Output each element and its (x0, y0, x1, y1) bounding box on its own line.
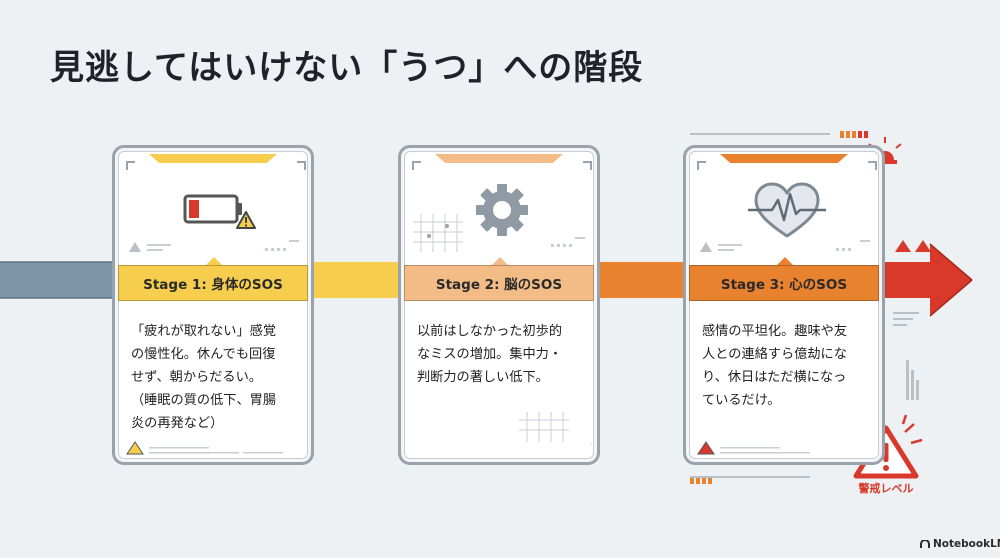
stage-label-text: Stage 1: 身体のSOS (143, 277, 283, 293)
card-tab (149, 154, 277, 163)
level-meter-top (690, 131, 868, 138)
card-decoration (697, 161, 877, 455)
side-deco (690, 312, 919, 478)
alert-level-label: 警戒レベル (858, 482, 914, 495)
stage-label-text: Stage 3: 心のSOS (720, 277, 848, 293)
heart-pulse-icon (748, 182, 826, 238)
card-tab (435, 154, 563, 163)
branding: NotebookLM (920, 538, 1000, 550)
arrow-segment-2 (586, 262, 696, 298)
stage-label-3: Stage 3: 心のSOS (689, 257, 879, 301)
stage-label-2: Stage 2: 脳のSOS (404, 257, 594, 301)
stage-label-text: Stage 2: 脳のSOS (435, 277, 563, 293)
stage-card-2: Stage 2: 脳のSOS 以前はしなかった初歩的 なミスの増加。集中力・ 判… (398, 145, 600, 465)
page-title: 見逃してはいけない「うつ」への階段 (50, 48, 644, 88)
notebooklm-logo-icon (920, 539, 930, 548)
stage-card-1: Stage 1: 身体のSOS 「疲れが取れない」感覚 の慢性化。休んでも回復 … (112, 145, 314, 465)
arrow-segment-1 (300, 262, 410, 298)
arrow-head (872, 244, 972, 316)
level-meter-bottom (690, 478, 712, 484)
card-decoration (412, 161, 592, 445)
card-tab (720, 154, 848, 163)
stage-label-1: Stage 1: 身体のSOS (118, 257, 308, 301)
card-decoration (126, 161, 306, 455)
branding-text: NotebookLM (933, 538, 1000, 550)
stage-description-2: 以前はしなかった初歩的 なミスの増加。集中力・ 判断力の著しい低下。 (417, 324, 563, 385)
stage-description-3: 感情の平坦化。趣味や友 人との連絡すら億劫にな り、休日はただ横になっ ているだ… (702, 324, 848, 408)
gear-icon (476, 184, 528, 236)
stage-description-1: 「疲れが取れない」感覚 の慢性化。休んでも回復 せず、朝からだるい。 （睡眠の質… (131, 324, 277, 431)
arrow-segment-start (0, 262, 125, 298)
small-warning-icon (895, 240, 931, 252)
stage-card-3: Stage 3: 心のSOS 感情の平坦化。趣味や友 人との連絡すら億劫にな り… (683, 145, 885, 465)
low-battery-warning-icon (183, 194, 256, 229)
